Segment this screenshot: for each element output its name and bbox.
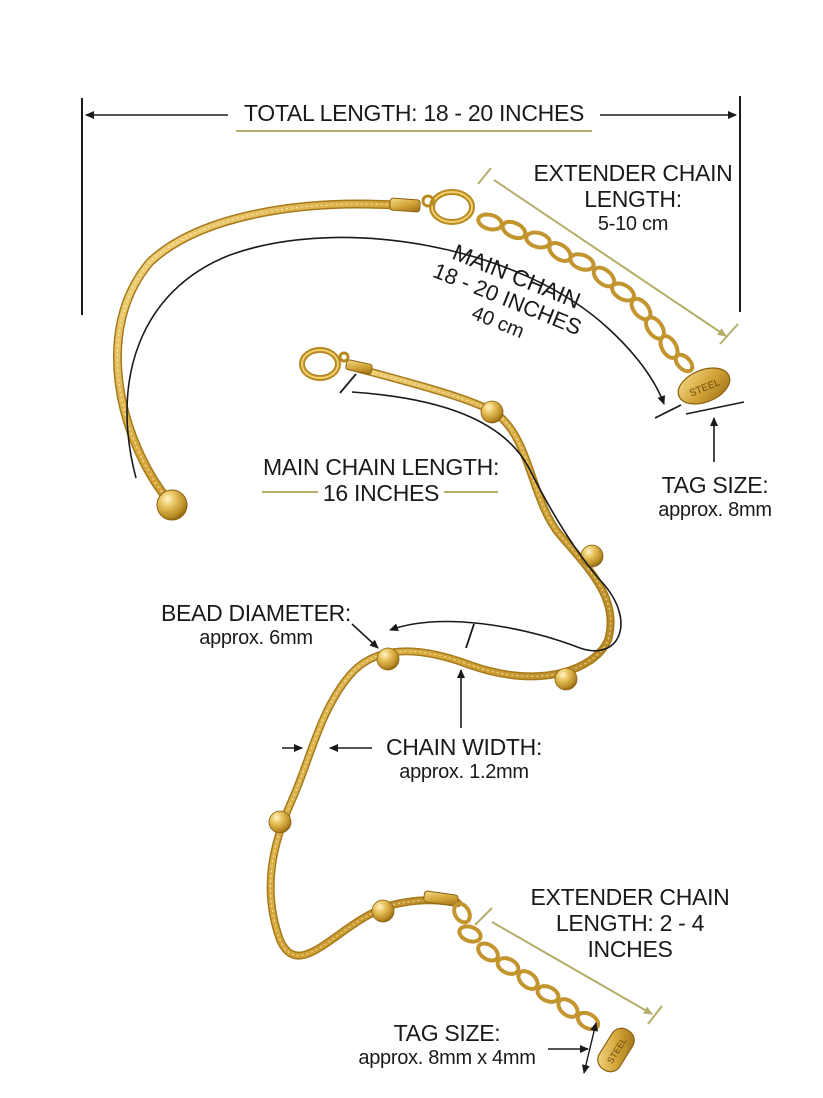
anklet-lobster-clasp	[299, 347, 350, 381]
chain-width-value: approx. 1.2mm	[399, 761, 529, 783]
necklace-lobster-clasp	[421, 189, 475, 225]
anklet-main-line1: MAIN CHAIN LENGTH:	[262, 454, 500, 480]
total-length-label: TOTAL LENGTH: 18 - 20 INCHES	[243, 100, 585, 126]
anklet-bead	[580, 544, 604, 568]
anklet-bead	[268, 810, 292, 834]
bead-diameter-value: approx. 6mm	[199, 627, 313, 649]
bottom-tag-dimension	[548, 1022, 599, 1074]
chain-width-title: CHAIN WIDTH:	[385, 734, 543, 760]
top-tag-title: TAG SIZE:	[661, 472, 769, 498]
necklace-extender-links	[476, 212, 695, 374]
top-extender-line1: EXTENDER CHAIN	[533, 160, 733, 186]
bottom-extender-line3: INCHES	[587, 936, 673, 962]
total-length-dimension	[81, 96, 741, 315]
bottom-extender-dimension	[474, 907, 663, 1025]
anklet-bead	[371, 899, 395, 923]
top-extender-label: EXTENDER CHAIN LENGTH: 5-10 cm	[524, 160, 742, 236]
bead-diameter-title: BEAD DIAMETER:	[160, 600, 352, 626]
anklet-main-line2: 16 INCHES	[322, 480, 440, 506]
top-extender-line3: 5-10 cm	[597, 213, 669, 235]
top-extender-line2: LENGTH:	[584, 186, 682, 212]
necklace-main-dimension	[126, 236, 682, 479]
bottom-tag-value: approx. 8mm x 4mm	[358, 1047, 536, 1069]
bottom-extender-line2: LENGTH: 2 - 4	[555, 910, 705, 936]
bottom-extender-label: EXTENDER CHAIN LENGTH: 2 - 4 INCHES	[520, 884, 740, 962]
top-tag-dimension	[685, 401, 745, 462]
bottom-extender-line1: EXTENDER CHAIN	[530, 884, 730, 910]
top-extender-dimension	[477, 167, 739, 345]
bottom-tag-title: TAG SIZE:	[393, 1020, 501, 1046]
necklace-end-bead	[156, 489, 188, 521]
anklet-bead	[376, 647, 400, 671]
anklet-bead	[480, 400, 504, 424]
anklet-main-dimension	[339, 373, 622, 652]
necklace-steel-tag: STEEL	[677, 367, 731, 405]
anklet-main-label: MAIN CHAIN LENGTH: 16 INCHES	[256, 454, 506, 506]
bead-diameter-label: BEAD DIAMETER: approx. 6mm	[156, 600, 356, 650]
necklace-chain: STEEL	[112, 189, 731, 521]
bottom-tag-label: TAG SIZE: approx. 8mm x 4mm	[340, 1020, 554, 1070]
top-tag-label: TAG SIZE: approx. 8mm	[640, 472, 790, 522]
top-tag-value: approx. 8mm	[658, 499, 772, 521]
chain-width-label: CHAIN WIDTH: approx. 1.2mm	[376, 734, 552, 784]
anklet-bead	[554, 667, 578, 691]
anklet-steel-tag: STEEL	[597, 1027, 635, 1073]
